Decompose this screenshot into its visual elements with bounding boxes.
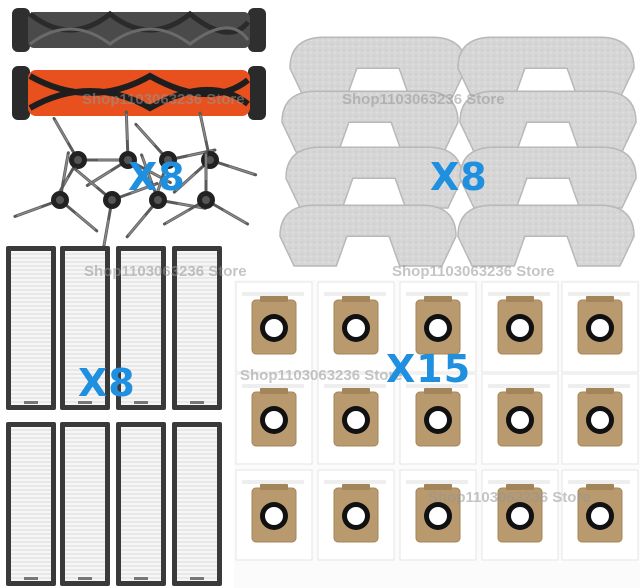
mop-pad (281, 90, 459, 153)
dust-bag (235, 469, 313, 561)
dust-bag (561, 469, 639, 561)
watermark-text: Shop1103063236 Store (392, 263, 555, 280)
hepa-filter (6, 422, 56, 586)
hepa-filters-group (6, 246, 222, 586)
dust-bags-group (234, 280, 640, 588)
hepa-filter (172, 422, 222, 586)
filters-quantity-label: X8 (78, 361, 136, 405)
mop-pads-group (279, 36, 637, 267)
watermark-text: Shop1103063236 Store (82, 91, 245, 108)
mop-pads-quantity-label: X8 (430, 155, 488, 199)
hepa-filter (116, 246, 166, 410)
side-brush (73, 167, 159, 249)
dust-bag (317, 373, 395, 465)
watermark-text: Shop1103063236 Store (428, 489, 591, 506)
dust-bags-quantity-label: X15 (386, 347, 472, 391)
hepa-filter (172, 246, 222, 410)
dust-bag (481, 373, 559, 465)
dust-bag (561, 373, 639, 465)
dust-bag (481, 469, 559, 561)
mop-pad (289, 36, 467, 99)
side-brush (172, 111, 258, 194)
hepa-filter (6, 246, 56, 410)
mop-pad (457, 204, 635, 267)
dust-bag (399, 281, 477, 373)
main-roller-brush-dark (12, 8, 266, 52)
mop-pad (459, 146, 637, 209)
mop-pad (457, 36, 635, 99)
dust-bag (561, 281, 639, 373)
watermark-text: Shop1103063236 Store (240, 367, 403, 384)
dust-bag (481, 281, 559, 373)
main-roller-brush-bristle (12, 66, 266, 120)
hepa-filter (116, 422, 166, 586)
hepa-filter (60, 246, 110, 410)
dust-bag (235, 373, 313, 465)
side-brush (52, 116, 128, 204)
dust-bag (317, 281, 395, 373)
watermark-text: Shop1103063236 Store (342, 91, 505, 108)
watermark-text: Shop1103063236 Store (84, 263, 247, 280)
dust-bag (399, 373, 477, 465)
side-brush (162, 150, 250, 226)
hepa-filter (60, 422, 110, 586)
mop-pad (285, 146, 463, 209)
side-brush (13, 151, 99, 233)
side-brush (125, 153, 207, 239)
side-brushes-group (13, 110, 258, 249)
dust-bag (235, 281, 313, 373)
mop-pad (459, 90, 637, 153)
dust-bag (399, 469, 477, 561)
mop-pad (279, 204, 457, 267)
dust-bag (317, 469, 395, 561)
brushes-quantity-label: X8 (128, 155, 186, 199)
